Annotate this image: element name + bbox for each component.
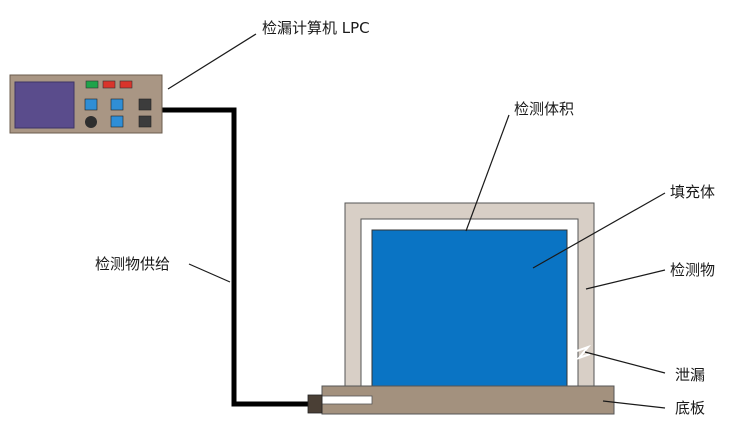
leak-marker bbox=[573, 344, 592, 361]
label-filler: 填充体 bbox=[670, 183, 715, 201]
label-lpc: 检漏计算机 LPC bbox=[262, 19, 370, 37]
leader-line-lpc bbox=[167, 33, 257, 90]
status-led-red-2 bbox=[119, 80, 133, 89]
device-button bbox=[110, 115, 124, 128]
label-base-plate: 底板 bbox=[675, 399, 705, 417]
pipe-connector bbox=[307, 394, 323, 414]
label-test-gas-supply: 检测物供给 bbox=[95, 255, 170, 273]
device-button bbox=[138, 115, 152, 128]
supply-pipe bbox=[162, 107, 322, 407]
device-knob bbox=[85, 116, 97, 128]
status-led-red-1 bbox=[102, 80, 116, 89]
test-volume bbox=[371, 229, 568, 390]
device-button bbox=[138, 98, 152, 111]
device-screen bbox=[14, 81, 75, 129]
label-test-object: 检测物 bbox=[670, 261, 715, 279]
label-test-volume: 检测体积 bbox=[514, 100, 574, 118]
label-leak: 泄漏 bbox=[675, 366, 705, 384]
status-led-green bbox=[85, 80, 99, 89]
base-plate-channel bbox=[321, 395, 373, 405]
leader-line-base-plate bbox=[602, 400, 666, 409]
leader-line-test-object bbox=[585, 269, 666, 290]
device-button bbox=[84, 98, 98, 111]
leader-line-test-volume bbox=[465, 114, 510, 232]
device-button bbox=[110, 98, 124, 111]
lpc-device bbox=[9, 74, 163, 134]
leader-line-filler bbox=[532, 192, 666, 269]
leader-line-leak bbox=[584, 351, 666, 374]
leader-line-supply bbox=[188, 263, 231, 283]
base-plate bbox=[321, 385, 615, 415]
